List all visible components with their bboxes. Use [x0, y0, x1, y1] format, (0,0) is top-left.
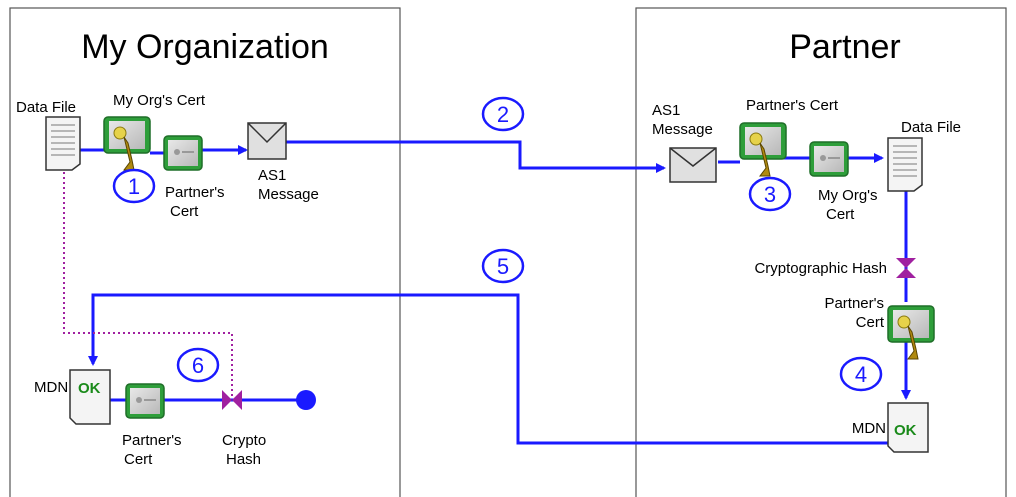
partner-mdn-ok-icon: OK — [887, 402, 929, 453]
svg-text:5: 5 — [497, 254, 509, 279]
partner-cert-2-label-line1: Partner's — [122, 432, 182, 449]
cryptographic-hash-icon — [896, 258, 916, 278]
partner-mdn-ok-label: OK — [894, 422, 917, 439]
partner-cert-label-line2: Cert — [170, 203, 199, 220]
partner-cert-icon-2 — [125, 383, 165, 419]
data-file-icon — [45, 116, 81, 171]
partner-cert-2-label-line2: Cert — [856, 314, 885, 331]
my-organization-title: My Organization — [81, 28, 329, 66]
partner-data-file-label: Data File — [901, 119, 961, 136]
as1-message-envelope-icon — [247, 122, 287, 160]
my-org-cert-key-icon — [103, 116, 151, 171]
partner-cert-icon — [163, 135, 203, 171]
svg-text:6: 6 — [192, 353, 204, 378]
svg-text:3: 3 — [764, 182, 776, 207]
partner-cert-key-icon-2 — [887, 305, 935, 360]
mdn-ok-label: OK — [78, 380, 101, 397]
step-5-marker: 5 — [481, 248, 525, 284]
partner-data-file-icon — [887, 137, 923, 192]
partner-cert-2-label-line2: Cert — [124, 451, 153, 468]
my-organization-box — [9, 7, 401, 497]
my-org-cert-label: My Org's Cert — [113, 92, 206, 109]
svg-text:4: 4 — [855, 362, 867, 387]
mdn-label: MDN — [34, 379, 68, 396]
partner-title: Partner — [789, 28, 901, 66]
svg-text:2: 2 — [497, 102, 509, 127]
my-org-cert-label-line2: Cert — [826, 206, 855, 223]
step-1-marker: 1 — [112, 168, 156, 204]
partner-cert-key-icon — [739, 122, 787, 177]
partner-mdn-label: MDN — [852, 420, 886, 437]
step-2-marker: 2 — [481, 96, 525, 132]
partner-as1-message-envelope-icon — [669, 147, 717, 183]
my-org-cert-label-line1: My Org's — [818, 187, 878, 204]
data-file-label: Data File — [16, 99, 76, 116]
flow-arrow-return — [88, 293, 888, 445]
hash-compare-link — [63, 172, 233, 398]
step-3-marker: 3 — [748, 176, 792, 212]
my-org-cert-icon — [809, 141, 849, 177]
partner-box — [635, 7, 1007, 497]
partner-cert-label-line1: Partner's — [165, 184, 225, 201]
partner-cert-label: Partner's Cert — [746, 97, 839, 114]
step-4-marker: 4 — [839, 356, 883, 392]
partner-cert-2-label-line1: Partner's — [824, 295, 884, 312]
crypto-hash-label-line1: Crypto — [222, 432, 266, 449]
flow-arrow-to-partner — [285, 140, 666, 173]
mdn-ok-icon: OK — [69, 369, 111, 425]
as1-label-line1: AS1 — [258, 167, 286, 184]
partner-as1-label-line2: Message — [652, 121, 713, 138]
crypto-hash-icon — [222, 390, 242, 410]
as1-label-line2: Message — [258, 186, 319, 203]
partner-as1-label-line1: AS1 — [652, 102, 680, 119]
cryptographic-hash-label: Cryptographic Hash — [754, 260, 887, 277]
end-point — [296, 390, 316, 410]
svg-text:1: 1 — [128, 174, 140, 199]
crypto-hash-label-line2: Hash — [226, 451, 261, 468]
step-6-marker: 6 — [176, 347, 220, 383]
